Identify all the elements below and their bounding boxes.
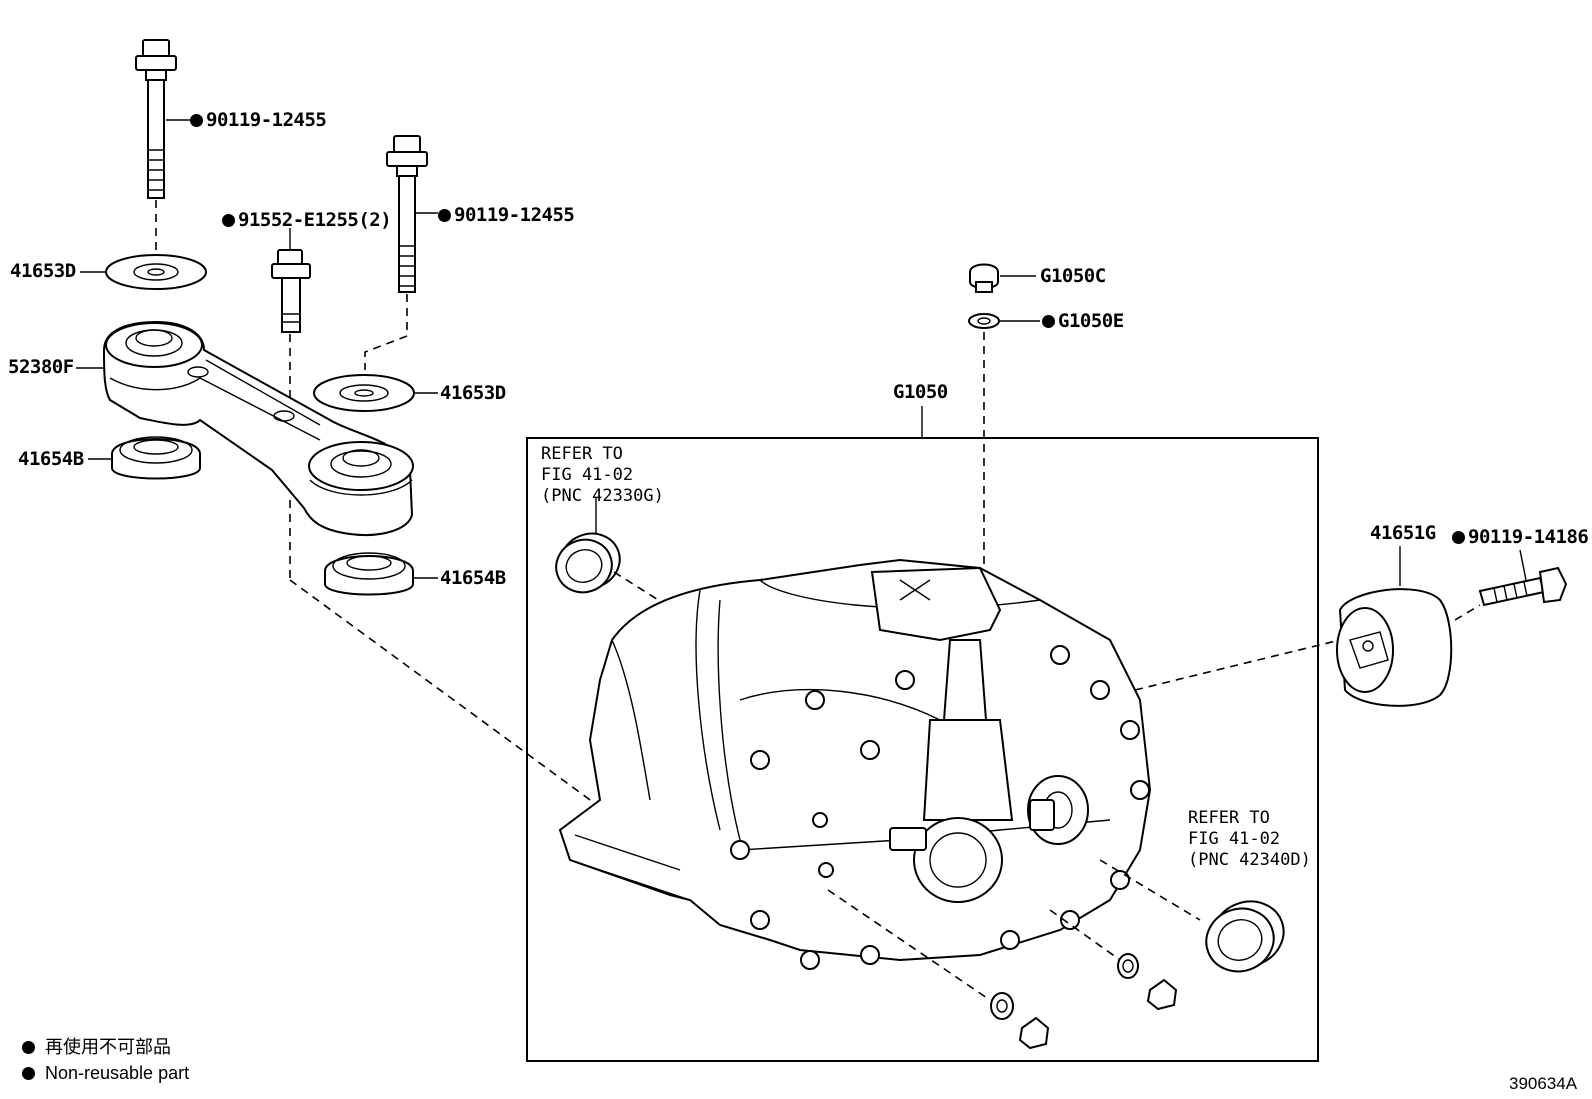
label-washer-left: 41653D	[10, 260, 76, 282]
lower-gasket-left	[990, 992, 1014, 1020]
gasket-ring	[968, 313, 1000, 329]
label-bolt-top: 90119-12455	[190, 111, 327, 130]
non-reusable-marker-icon	[22, 1067, 35, 1080]
legend-japanese-text: 再使用不可部品	[45, 1037, 171, 1057]
label-bolt-small: 91552-E1255(2)	[222, 211, 392, 230]
lower-gasket-right	[1117, 953, 1139, 979]
label-transaxle: G1050	[893, 381, 948, 403]
label-bushing-left: 41654B	[18, 448, 84, 470]
washer-41653d-left	[105, 254, 207, 290]
label-washer-middle: 41653D	[440, 382, 506, 404]
long-bolt-top-left	[135, 39, 177, 199]
label-damper: 41651G	[1370, 522, 1436, 544]
torque-rod-bracket	[102, 320, 414, 536]
damper-bolt	[1478, 566, 1568, 607]
long-bolt-middle	[386, 135, 428, 293]
label-damper-bolt: 90119-14186	[1452, 528, 1589, 547]
lower-plug-left	[1018, 1016, 1050, 1050]
label-gasket: G1050E	[1042, 312, 1124, 331]
legend-english: Non-reusable part	[22, 1064, 189, 1082]
transaxle-housing	[558, 558, 1152, 970]
bushing-41654b-left	[111, 436, 201, 480]
short-bolt	[271, 249, 311, 333]
bushing-41654b-lower	[324, 552, 414, 596]
legend-english-text: Non-reusable part	[45, 1063, 190, 1083]
dynamic-damper	[1336, 588, 1453, 707]
label-bracket: 52380F	[8, 356, 74, 378]
legend-japanese: 再使用不可部品	[22, 1038, 171, 1056]
oil-seal-left	[555, 532, 621, 594]
washer-41653d-middle	[313, 374, 415, 412]
label-bolt-middle: 90119-12455	[438, 206, 575, 225]
lower-plug-right	[1146, 978, 1178, 1011]
refer-note-right: REFER TO FIG 41-02 (PNC 42340D)	[1188, 808, 1311, 870]
figure-number: 390634A	[1509, 1074, 1578, 1093]
drain-plug	[969, 263, 999, 293]
oil-seal-right	[1205, 900, 1285, 973]
non-reusable-marker-icon	[22, 1041, 35, 1054]
label-plug: G1050C	[1040, 265, 1106, 287]
refer-note-left: REFER TO FIG 41-02 (PNC 42330G)	[541, 444, 664, 506]
label-bushing-lower: 41654B	[440, 567, 506, 589]
